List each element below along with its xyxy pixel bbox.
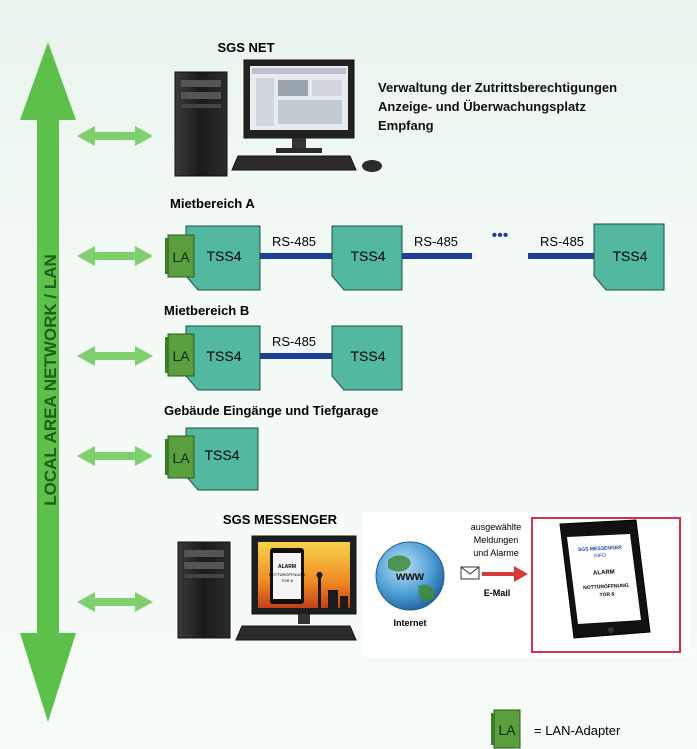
monitor-alarm: ALARM [278,564,296,570]
internet-globe: www [375,541,445,611]
section-title-gebaeude: Gebäude Eingänge und Tiefgarage [164,403,378,418]
lan-adapter-c: LA [165,435,195,479]
smartphone: SGS MESSENGER INFO ALARM NOTTÜRÖFFNUNG T… [531,517,681,653]
message-line-3: und Alarme [473,548,519,558]
monitor-detail-2: TOR 8 [281,578,293,583]
phone-frame [531,517,681,653]
legend: LA = LAN-Adapter [491,709,621,749]
device-a1: TSS4 [185,225,261,291]
adapter-label: LA [172,249,190,265]
lan-backbone-arrow [20,42,76,722]
sgs-net-workstation [174,59,382,177]
messenger-title: SGS MESSENGER [223,512,338,527]
phone-detail-1: NOTTÜRÖFFNUNG [583,582,629,591]
phone-header-1: SGS MESSENGER [578,545,623,553]
keyboard [231,155,357,171]
legend-symbol-label: LA [498,722,516,738]
rs485-line-a3 [528,253,594,259]
monitor-detail-1: NOTTÜRÖFFNUNG [269,572,305,577]
device-label: TSS4 [612,248,647,264]
rs485-line-a2 [402,253,472,259]
ellipsis: ••• [492,227,509,244]
rs485-label-a2: RS-485 [414,234,458,249]
device-c1: TSS4 [185,427,259,491]
rs485-label-a3: RS-485 [540,234,584,249]
device-b2: TSS4 [331,325,403,391]
rs485-label-b1: RS-485 [272,334,316,349]
phone-detail-2: TOR 8 [599,592,614,599]
device-label: TSS4 [206,348,241,364]
messenger-workstation: ALARM NOTTÜRÖFFNUNG TOR 8 [177,535,357,641]
device-label: TSS4 [204,447,239,463]
message-line-2: Meldungen [474,535,519,545]
mouse [362,160,382,172]
sgs-net-functions: Verwaltung der Zutrittsberechtigungen An… [378,78,617,135]
rs485-line-b1 [258,353,332,359]
globe-label: www [395,569,425,583]
sgs-net-function-1: Verwaltung der Zutrittsberechtigungen [378,80,618,95]
section-title-mietbereich-a: Mietbereich A [170,196,255,211]
rs485-label-a1: RS-485 [272,234,316,249]
connector-arrow-mietbereich-a [77,246,153,266]
internet-label: Internet [393,618,426,628]
adapter-label: LA [172,348,190,364]
pc-tower [177,541,231,639]
envelope-icon [460,566,480,580]
legend-adapter-symbol [493,709,521,749]
device-label: TSS4 [350,248,385,264]
connector-arrow-sgs-net [77,126,153,146]
device-label: TSS4 [206,248,241,264]
sgs-net-function-3: Empfang [378,118,434,133]
keyboard [235,625,357,641]
email-label: E-Mail [484,588,511,598]
network-label: LOCAL AREA NETWORK / LAN [41,254,60,506]
connector-arrow-messenger [77,592,153,612]
section-title-mietbereich-b: Mietbereich B [164,303,249,318]
device-a3: TSS4 [593,223,665,291]
rs485-buses [258,253,594,359]
connector-arrow-mietbereich-b [77,346,153,366]
sgs-net-title: SGS NET [217,40,274,55]
lan-adapter-a: LA [165,234,195,278]
connector-arrows [77,126,153,612]
lan-adapter-b: LA [165,333,195,377]
connector-arrow-gebaeude [77,446,153,466]
pc-tower [174,71,228,177]
device-label: TSS4 [350,348,385,364]
phone-header-2: INFO [594,553,606,560]
phone-alarm: ALARM [593,569,615,576]
rs485-line-a1 [258,253,332,259]
legend-text: = LAN-Adapter [534,723,621,738]
adapter-label: LA [172,450,190,466]
device-b1: TSS4 [185,325,261,391]
sgs-net-function-2: Anzeige- und Überwachungsplatz [378,99,587,114]
email-arrow [482,566,528,582]
device-a2: TSS4 [331,225,403,291]
message-line-1: ausgewählte [471,522,522,532]
